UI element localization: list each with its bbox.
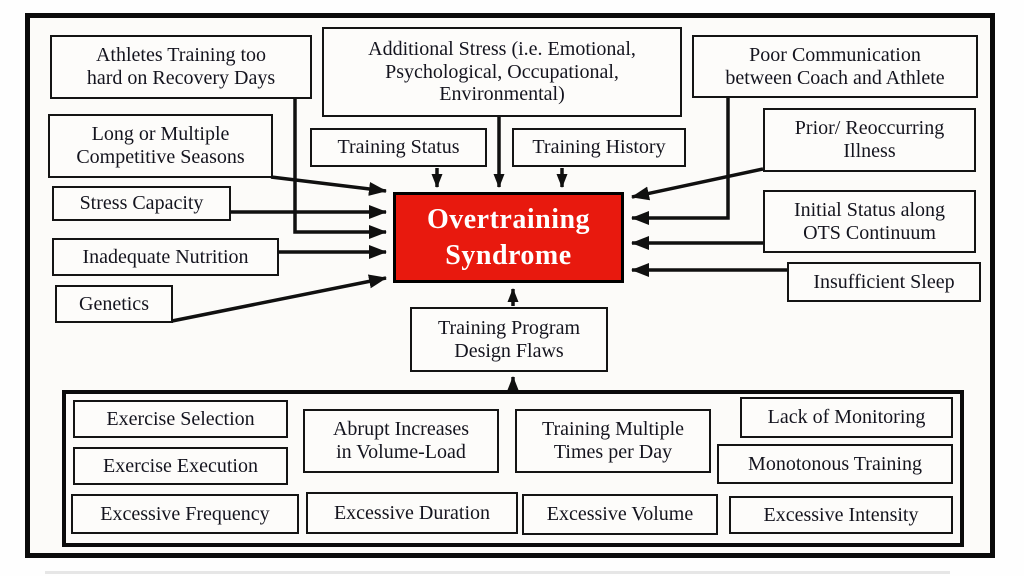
node-exercise-selection: Exercise Selection (73, 400, 288, 438)
node-long-seasons: Long or Multiple Competitive Seasons (48, 114, 273, 178)
node-overtraining-syndrome: Overtraining Syndrome (393, 192, 624, 283)
node-monotonous-training: Monotonous Training (717, 444, 953, 484)
node-additional-stress: Additional Stress (i.e. Emotional, Psych… (322, 27, 682, 117)
node-training-history: Training History (512, 128, 686, 167)
node-excessive-volume: Excessive Volume (522, 494, 718, 535)
node-poor-communication: Poor Communication between Coach and Ath… (692, 35, 978, 98)
node-excessive-duration: Excessive Duration (306, 492, 518, 534)
node-training-multiple: Training Multiple Times per Day (515, 409, 711, 473)
node-prior-illness: Prior/ Reoccurring Illness (763, 108, 976, 172)
node-training-status: Training Status (310, 128, 487, 167)
node-inadequate-nutrition: Inadequate Nutrition (52, 238, 279, 276)
node-athletes-recovery: Athletes Training too hard on Recovery D… (50, 35, 312, 99)
node-excessive-frequency: Excessive Frequency (71, 494, 299, 534)
node-abrupt-increases: Abrupt Increases in Volume-Load (303, 409, 499, 473)
scan-artifact-line (45, 571, 950, 574)
node-exercise-execution: Exercise Execution (73, 447, 288, 485)
node-insufficient-sleep: Insufficient Sleep (787, 262, 981, 302)
node-excessive-intensity: Excessive Intensity (729, 496, 953, 534)
node-stress-capacity: Stress Capacity (52, 186, 231, 221)
node-lack-of-monitoring: Lack of Monitoring (740, 397, 953, 438)
node-training-program-flaws: Training Program Design Flaws (410, 307, 608, 372)
node-initial-status: Initial Status along OTS Continuum (763, 190, 976, 253)
program-flaws-group-box (62, 390, 964, 547)
node-genetics: Genetics (55, 285, 173, 323)
